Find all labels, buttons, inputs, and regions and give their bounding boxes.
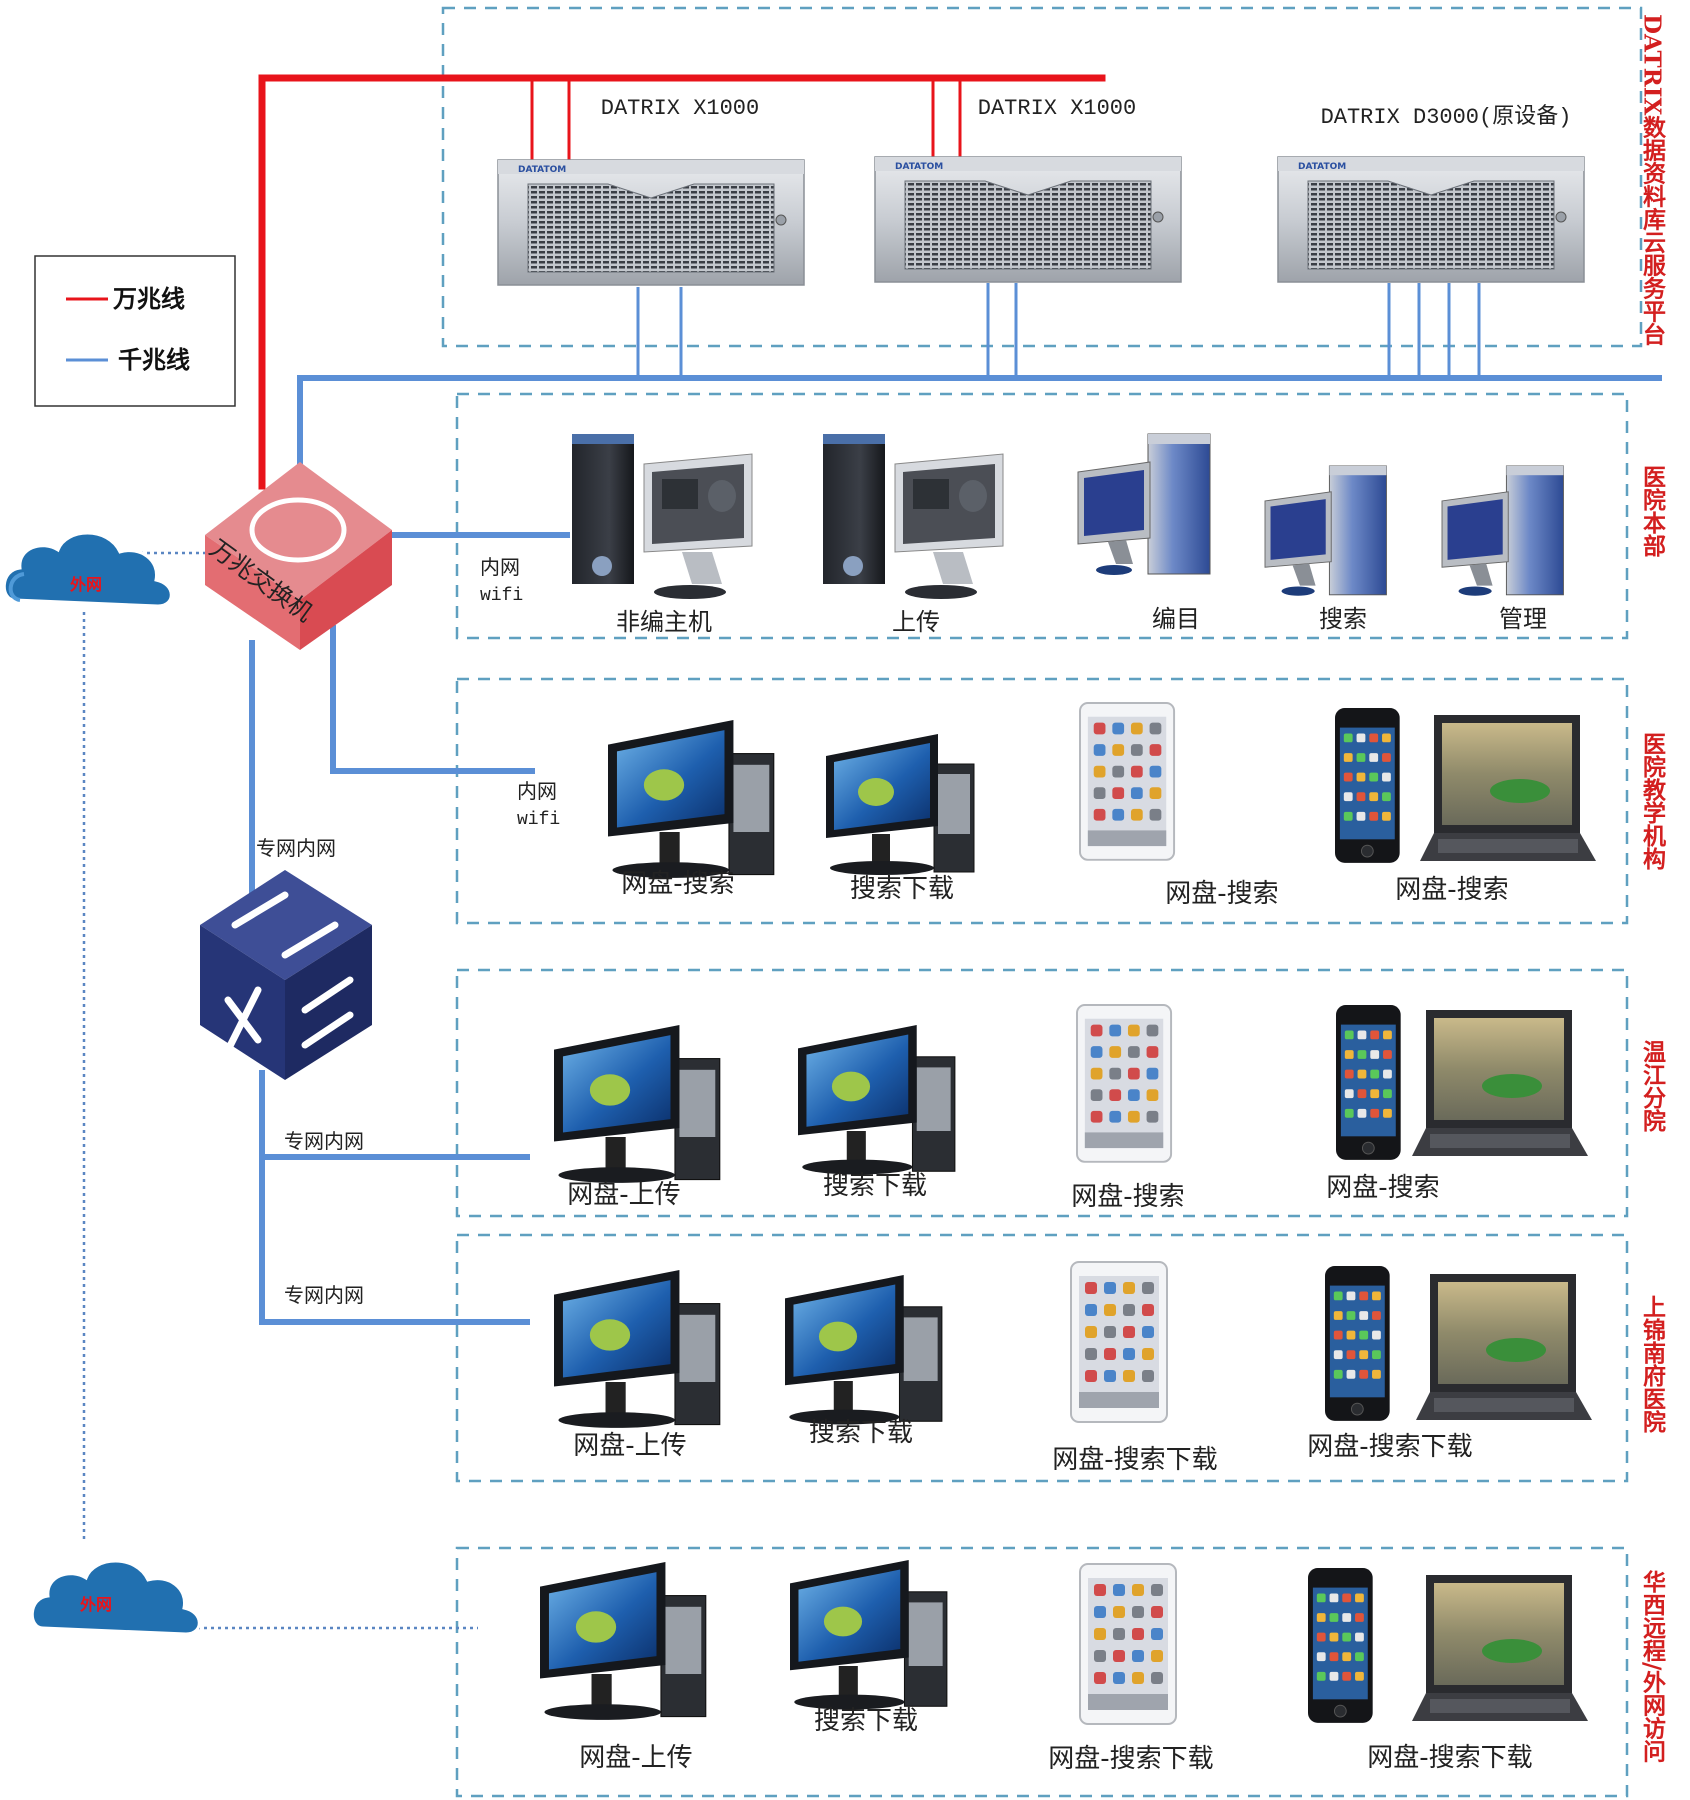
tablet-icon: [1070, 1261, 1168, 1423]
rack-server-icon: DATATOM DATRIX X1000: [497, 96, 805, 286]
desktop-monitor-icon: [790, 1560, 948, 1710]
external-dotted-links: [82, 551, 478, 1630]
legend-blue-label: 千兆线: [118, 346, 190, 374]
link-label-intranet-2a: 内网: [517, 780, 557, 805]
blue-workstation-icon: [1077, 433, 1211, 575]
device-label: 网盘-搜索下载: [1052, 1445, 1217, 1475]
teaching-border: [455, 677, 1629, 925]
hospital-main-border: [455, 392, 1629, 640]
link-label-private-1: 专网内网: [256, 837, 336, 862]
cloud-platform-border: [441, 6, 1643, 348]
ten-gig-links: [258, 74, 1106, 490]
device-label: 网盘-上传: [579, 1743, 692, 1773]
link-labels: 内网 wifi 内网 wifi 专网内网 专网内网 专网内网: [256, 556, 560, 1309]
device-label: 网盘-搜索: [621, 869, 734, 899]
laptop-icon: [1412, 1010, 1588, 1156]
server-brand: DATATOM: [895, 162, 943, 172]
smartphone-icon: [1335, 708, 1400, 863]
legend-red-label: 万兆线: [113, 285, 185, 313]
tablet-icon: [1079, 702, 1176, 861]
link-label-intranet-1a: 内网: [480, 556, 520, 581]
desktop-monitor-icon: [785, 1275, 943, 1425]
smartphone-icon: [1325, 1266, 1390, 1421]
device-label: 网盘-搜索: [1165, 879, 1278, 909]
blue-workstation-icon: [1441, 465, 1564, 596]
laptop-icon: [1412, 1575, 1588, 1721]
workstation-icon: [823, 434, 1004, 599]
device-label: 网盘-搜索下载: [1048, 1744, 1213, 1774]
core-switch-icon: 万兆交换机: [204, 462, 392, 650]
smartphone-icon: [1336, 1005, 1401, 1160]
side-titles: DATRIX数据资料库云服务平台 医院本部 医院教学机构 温江分院 上锦南府医院…: [1639, 14, 1667, 1763]
desktop-monitor-icon: [554, 1270, 721, 1428]
desktop-monitor-icon: [798, 1025, 956, 1175]
device-label: 搜索下载: [823, 1171, 927, 1201]
device-label: 网盘-搜索: [1071, 1182, 1184, 1212]
title-huaxi-remote: 华西远程/外网访问: [1639, 1569, 1667, 1762]
cloud-label-2: 外网: [79, 1595, 112, 1614]
title-shangjin: 上锦南府医院: [1639, 1295, 1667, 1433]
device-label: 网盘-搜索: [1326, 1173, 1439, 1203]
gig-links: [249, 283, 1662, 1325]
link-label-intranet-2b: wifi: [517, 810, 560, 830]
server-label: DATRIX X1000: [601, 96, 759, 121]
device-label: 网盘-搜索下载: [1307, 1432, 1472, 1462]
devices: 非编主机上传编目搜索管理网盘-搜索搜索下载网盘-搜索网盘-搜索网盘-上传搜索下载…: [540, 433, 1596, 1774]
workstation-icon: [572, 434, 753, 599]
row-shangjin: 网盘-上传搜索下载网盘-搜索下载网盘-搜索下载: [554, 1261, 1592, 1475]
private-switch-icon: [200, 870, 372, 1080]
cloud-icon: 外网: [2, 531, 173, 608]
device-label: 非编主机: [616, 608, 712, 636]
shangjin-border: [455, 1233, 1629, 1483]
link-label-intranet-1b: wifi: [480, 586, 523, 606]
title-teaching: 医院教学机构: [1639, 732, 1667, 871]
server-brand: DATATOM: [518, 165, 566, 175]
smartphone-icon: [1308, 1568, 1373, 1723]
device-label: 搜索下载: [850, 874, 954, 904]
rack-server-icon: DATATOM DATRIX D3000(原设备): [1277, 104, 1585, 283]
device-label: 网盘-上传: [573, 1431, 686, 1461]
device-label: 管理: [1499, 605, 1547, 633]
title-cloud-platform: DATRIX数据资料库云服务平台: [1639, 14, 1667, 346]
desktop-monitor-icon: [554, 1025, 721, 1183]
title-wenjiang: 温江分院: [1639, 1040, 1667, 1132]
row-wenjiang: 网盘-上传 搜索下载 网盘-搜索 网盘-搜索: [554, 1004, 1588, 1212]
device-label: 网盘-搜索下载: [1367, 1743, 1532, 1773]
desktop-monitor-icon: [608, 720, 775, 878]
device-label: 网盘-上传: [567, 1180, 680, 1210]
link-label-private-3: 专网内网: [284, 1284, 364, 1309]
device-label: 搜索: [1319, 605, 1367, 633]
tablet-icon: [1076, 1004, 1173, 1163]
row-hospital_main: 非编主机 上传 编目 搜索 管理: [572, 433, 1564, 636]
blue-workstation-icon: [1264, 465, 1387, 596]
rack-server-icon: DATATOM DATRIX X1000: [874, 96, 1182, 283]
desktop-monitor-icon: [540, 1562, 707, 1720]
title-hospital-main: 医院本部: [1639, 465, 1667, 557]
huaxi-remote-border: [455, 1546, 1629, 1798]
link-label-private-2: 专网内网: [284, 1130, 364, 1155]
row-teaching: 网盘-搜索 搜索下载 网盘-搜索 网盘-搜索: [608, 702, 1596, 909]
server-label: DATRIX D3000(原设备): [1321, 104, 1572, 130]
tablet-icon: [1079, 1563, 1177, 1725]
server-label: DATRIX X1000: [978, 96, 1136, 121]
server-brand: DATATOM: [1298, 162, 1346, 172]
desktop-monitor-icon: [826, 734, 975, 875]
section-borders: [441, 6, 1643, 1798]
device-label: 搜索下载: [814, 1706, 918, 1736]
laptop-icon: [1416, 1274, 1592, 1420]
device-label: 编目: [1152, 605, 1200, 633]
wenjiang-border: [455, 968, 1629, 1218]
device-label: 上传: [892, 608, 940, 636]
cloud-label-1: 外网: [69, 575, 102, 594]
device-label: 搜索下载: [809, 1418, 913, 1448]
device-label: 网盘-搜索: [1395, 875, 1508, 905]
legend: 万兆线 千兆线: [34, 255, 236, 407]
laptop-icon: [1420, 715, 1596, 861]
cloud-icon: 外网: [30, 1559, 201, 1636]
